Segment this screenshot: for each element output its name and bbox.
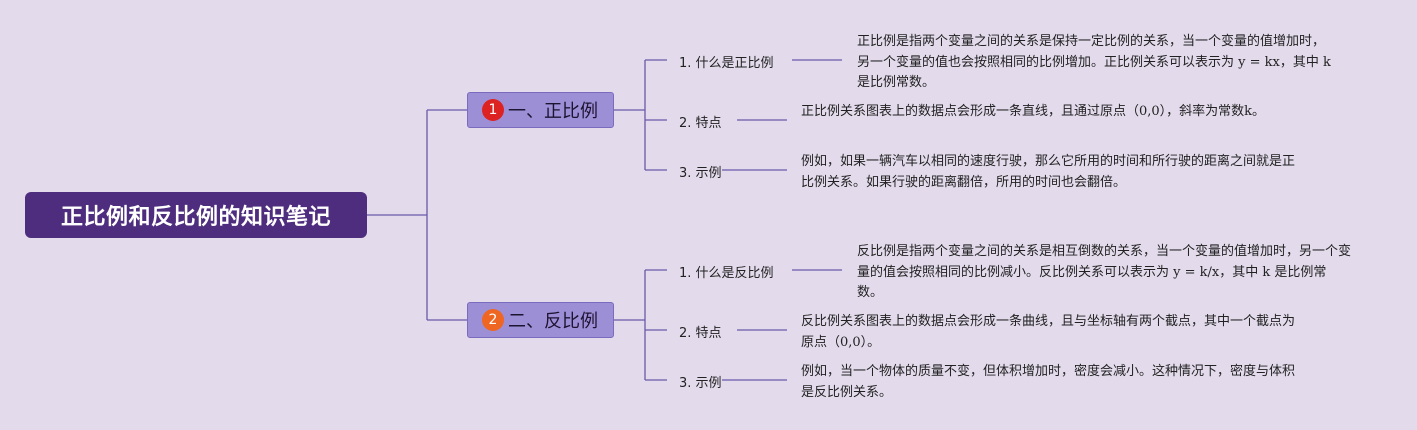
branch-2-connector xyxy=(614,269,667,381)
topic-description: 正比例关系图表上的数据点会形成一条直线，且通过原点（0,0），斜率为常数k。 xyxy=(801,104,1266,119)
branch-label: 一、正比例 xyxy=(508,101,598,122)
topic-description: 正比例是指两个变量之间的关系是保持一定比例的关系，当一个变量的值增加时，另一个变… xyxy=(857,34,1331,90)
desc-connectors xyxy=(722,59,842,381)
topic-description: 反比例是指两个变量之间的关系是相互倒数的关系，当一个变量的值增加时，另一个变量的… xyxy=(857,244,1352,300)
topic-node-what-is-direct[interactable]: 1. 什么是正比例 xyxy=(679,56,774,71)
branch-node-direct-proportion[interactable]: 1 一、正比例 xyxy=(467,92,614,128)
number-badge-2: 2 xyxy=(482,309,504,331)
branch-label: 二、反比例 xyxy=(508,311,598,332)
topic-node-features[interactable]: 2. 特点 xyxy=(679,116,722,131)
topic-description: 例如，当一个物体的质量不变，但体积增加时，密度会减小。这种情况下，密度与体积是反… xyxy=(801,364,1296,400)
root-node[interactable]: 正比例和反比例的知识笔记 xyxy=(25,192,367,238)
root-title: 正比例和反比例的知识笔记 xyxy=(60,205,331,230)
topic-description: 反比例关系图表上的数据点会形成一条曲线，且与坐标轴有两个截点，其中一个截点为原点… xyxy=(801,314,1296,350)
topic-node-example[interactable]: 3. 示例 xyxy=(679,376,722,391)
topic-node-what-is-inverse[interactable]: 1. 什么是反比例 xyxy=(679,266,774,281)
branch-1-connector xyxy=(614,59,667,171)
topic-node-features[interactable]: 2. 特点 xyxy=(679,326,722,341)
number-badge-1: 1 xyxy=(482,99,504,121)
branch-node-inverse-proportion[interactable]: 2 二、反比例 xyxy=(467,302,614,338)
topic-node-example[interactable]: 3. 示例 xyxy=(679,166,722,181)
topic-description: 例如，如果一辆汽车以相同的速度行驶，那么它所用的时间和所行驶的距离之间就是正比例… xyxy=(801,154,1296,190)
root-connector xyxy=(367,109,467,321)
